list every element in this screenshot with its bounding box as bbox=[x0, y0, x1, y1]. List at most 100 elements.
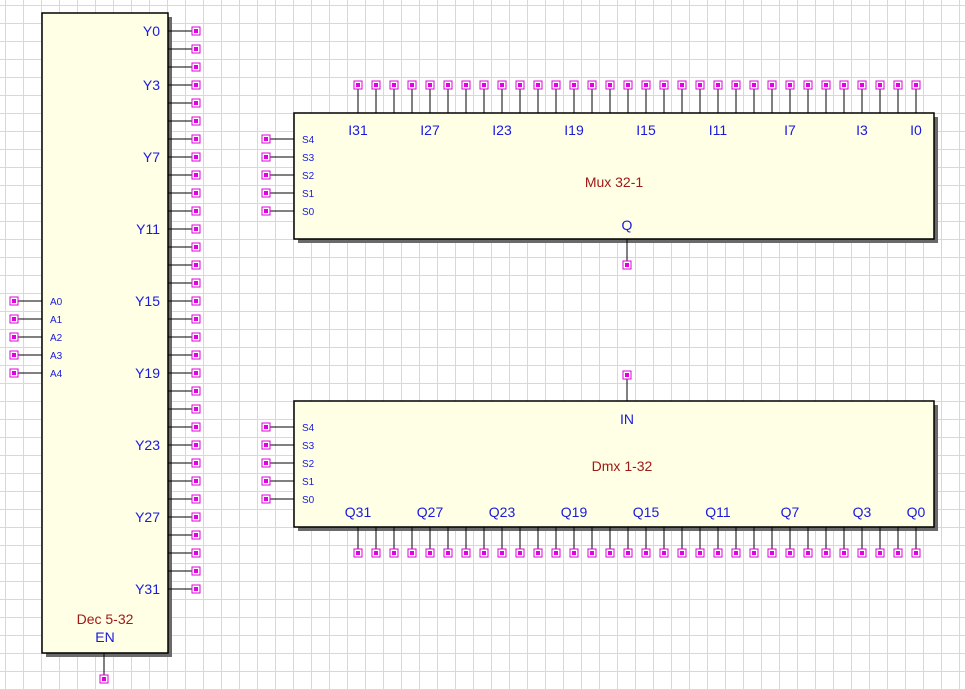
pin-terminal[interactable] bbox=[9, 350, 19, 360]
demux-output-pin[interactable] bbox=[659, 527, 669, 558]
pin-terminal[interactable] bbox=[191, 98, 201, 108]
mux-input-pin[interactable] bbox=[371, 80, 381, 113]
demux-output-pin[interactable] bbox=[731, 527, 741, 558]
demux-output-pin[interactable] bbox=[857, 527, 867, 558]
demux-output-pin[interactable] bbox=[389, 527, 399, 558]
mux-input-pin[interactable] bbox=[803, 80, 813, 113]
pin-terminal[interactable] bbox=[191, 44, 201, 54]
pin-terminal[interactable] bbox=[497, 80, 507, 90]
demux-output-pin[interactable] bbox=[533, 527, 543, 558]
decoder-output-pin[interactable] bbox=[168, 206, 201, 216]
pin-terminal[interactable] bbox=[261, 170, 271, 180]
demux-output-pin[interactable] bbox=[839, 527, 849, 558]
demux-output-pin[interactable] bbox=[353, 527, 363, 558]
pin-terminal[interactable] bbox=[191, 386, 201, 396]
decoder-output-pin[interactable] bbox=[168, 134, 201, 144]
pin-terminal[interactable] bbox=[623, 548, 633, 558]
decoder-output-pin[interactable] bbox=[168, 314, 201, 324]
pin-terminal[interactable] bbox=[839, 80, 849, 90]
demux-output-pin[interactable] bbox=[497, 527, 507, 558]
decoder-output-pin[interactable] bbox=[168, 350, 201, 360]
pin-terminal[interactable] bbox=[191, 134, 201, 144]
decoder-output-pin[interactable] bbox=[168, 188, 201, 198]
mux-input-pin[interactable] bbox=[749, 80, 759, 113]
pin-terminal[interactable] bbox=[695, 80, 705, 90]
demux-output-pin[interactable] bbox=[587, 527, 597, 558]
pin-terminal[interactable] bbox=[785, 548, 795, 558]
pin-terminal[interactable] bbox=[9, 296, 19, 306]
decoder-output-pin[interactable] bbox=[168, 512, 201, 522]
pin-terminal[interactable] bbox=[893, 548, 903, 558]
demux-output-pin[interactable] bbox=[785, 527, 795, 558]
pin-terminal[interactable] bbox=[191, 116, 201, 126]
pin-terminal[interactable] bbox=[261, 458, 271, 468]
pin-terminal[interactable] bbox=[479, 80, 489, 90]
pin-terminal[interactable] bbox=[191, 170, 201, 180]
demux-output-pin[interactable] bbox=[803, 527, 813, 558]
decoder-output-pin[interactable] bbox=[168, 260, 201, 270]
mux-input-pin[interactable] bbox=[659, 80, 669, 113]
mux-input-pin[interactable] bbox=[389, 80, 399, 113]
pin-terminal[interactable] bbox=[803, 548, 813, 558]
demux-select-pin[interactable]: S0 bbox=[261, 494, 315, 506]
pin-terminal[interactable] bbox=[191, 260, 201, 270]
demux-output-pin[interactable] bbox=[875, 527, 885, 558]
decoder-output-pin[interactable] bbox=[168, 80, 201, 90]
mux-input-pin[interactable] bbox=[425, 80, 435, 113]
pin-terminal[interactable] bbox=[261, 188, 271, 198]
decoder-output-pin[interactable] bbox=[168, 476, 201, 486]
decoder-output-pin[interactable] bbox=[168, 386, 201, 396]
decoder-address-pin[interactable]: A4 bbox=[9, 368, 63, 380]
mux-body[interactable] bbox=[293, 112, 935, 240]
demux-output-pin[interactable] bbox=[641, 527, 651, 558]
pin-terminal[interactable] bbox=[371, 80, 381, 90]
pin-terminal[interactable] bbox=[407, 548, 417, 558]
pin-terminal[interactable] bbox=[515, 548, 525, 558]
pin-terminal[interactable] bbox=[9, 368, 19, 378]
mux-select-pin[interactable]: S2 bbox=[261, 170, 315, 182]
pin-terminal[interactable] bbox=[587, 548, 597, 558]
demux-body[interactable] bbox=[293, 400, 935, 528]
demux-select-pin[interactable]: S1 bbox=[261, 476, 315, 488]
pin-terminal[interactable] bbox=[425, 548, 435, 558]
pin-terminal[interactable] bbox=[191, 440, 201, 450]
decoder-output-pin[interactable] bbox=[168, 440, 201, 450]
decoder-output-pin[interactable] bbox=[168, 26, 201, 36]
pin-terminal[interactable] bbox=[461, 80, 471, 90]
pin-terminal[interactable] bbox=[191, 530, 201, 540]
mux-input-pin[interactable] bbox=[497, 80, 507, 113]
mux-input-pin[interactable] bbox=[605, 80, 615, 113]
pin-terminal[interactable] bbox=[641, 548, 651, 558]
pin-terminal[interactable] bbox=[261, 476, 271, 486]
decoder-output-pin[interactable] bbox=[168, 584, 201, 594]
pin-terminal[interactable] bbox=[9, 332, 19, 342]
pin-terminal[interactable] bbox=[911, 548, 921, 558]
pin-terminal[interactable] bbox=[659, 548, 669, 558]
mux-input-pin[interactable] bbox=[785, 80, 795, 113]
pin-terminal[interactable] bbox=[659, 80, 669, 90]
decoder-output-pin[interactable] bbox=[168, 296, 201, 306]
pin-terminal[interactable] bbox=[623, 80, 633, 90]
mux-input-pin[interactable] bbox=[587, 80, 597, 113]
pin-terminal[interactable] bbox=[533, 548, 543, 558]
pin-terminal[interactable] bbox=[191, 332, 201, 342]
mux-select-pin[interactable]: S1 bbox=[261, 188, 315, 200]
mux-input-pin[interactable] bbox=[515, 80, 525, 113]
pin-terminal[interactable] bbox=[731, 548, 741, 558]
decoder-output-pin[interactable] bbox=[168, 530, 201, 540]
decoder-output-pin[interactable] bbox=[168, 548, 201, 558]
mux-input-pin[interactable] bbox=[893, 80, 903, 113]
pin-terminal[interactable] bbox=[857, 80, 867, 90]
mux-input-pin[interactable] bbox=[353, 80, 363, 113]
pin-terminal[interactable] bbox=[353, 548, 363, 558]
mux-select-pin[interactable]: S3 bbox=[261, 152, 315, 164]
pin-terminal[interactable] bbox=[371, 548, 381, 558]
pin-terminal[interactable] bbox=[191, 314, 201, 324]
pin-terminal[interactable] bbox=[191, 494, 201, 504]
pin-terminal[interactable] bbox=[767, 548, 777, 558]
mux-input-pin[interactable] bbox=[461, 80, 471, 113]
pin-terminal[interactable] bbox=[749, 548, 759, 558]
mux-input-pin[interactable] bbox=[695, 80, 705, 113]
pin-terminal[interactable] bbox=[749, 80, 759, 90]
